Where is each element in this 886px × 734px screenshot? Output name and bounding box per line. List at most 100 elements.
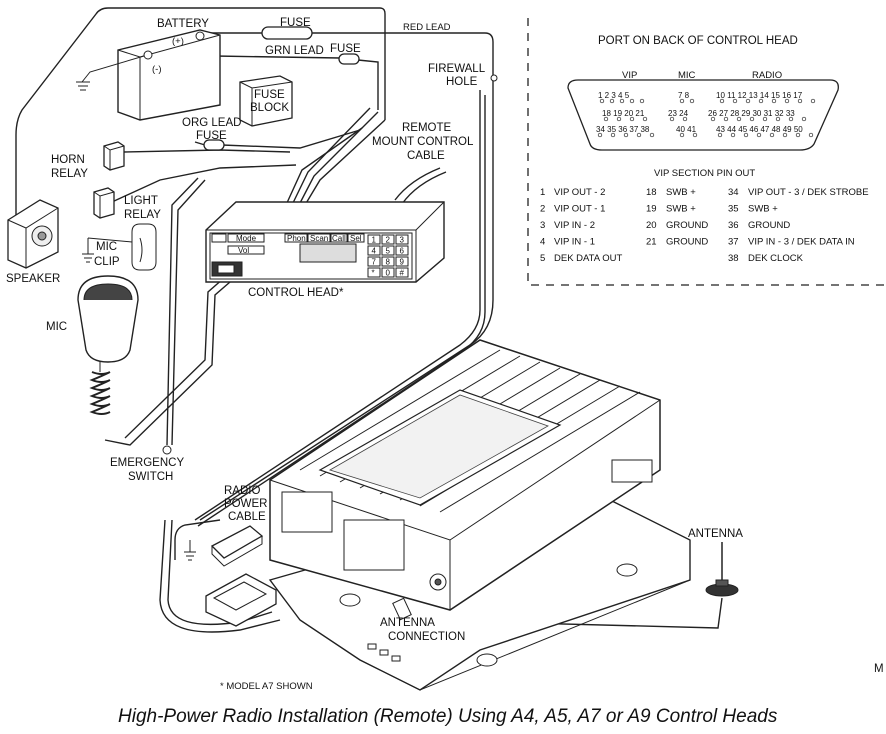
pins-row1-radio: 10 11 12 13 14 15 16 17 xyxy=(716,91,803,100)
pin-dot xyxy=(679,132,685,138)
pin-dot xyxy=(801,116,807,122)
pin-dot xyxy=(788,116,794,122)
pinout-signal: VIP IN - 3 / DEK DATA IN xyxy=(748,237,855,248)
keypad-key[interactable] xyxy=(395,234,409,245)
mode-button[interactable] xyxy=(227,233,265,243)
pinout-number: 36 xyxy=(728,220,739,231)
red-lead-label: RED LEAD xyxy=(403,22,451,33)
pin-dot xyxy=(669,116,675,122)
d-sub-connector xyxy=(205,573,277,627)
fuse-block-label-2: BLOCK xyxy=(250,102,289,114)
pin-dot xyxy=(745,98,751,104)
pin-dot xyxy=(743,132,749,138)
keypad-key[interactable] xyxy=(381,256,395,267)
remote-cable-label-1: REMOTE xyxy=(402,122,452,134)
fuse-block-label-1: FUSE xyxy=(254,89,285,101)
keypad-key-label: 5 xyxy=(386,247,391,256)
keypad-key[interactable] xyxy=(367,245,381,256)
pin-dot xyxy=(749,116,755,122)
keypad-key-label: 4 xyxy=(372,247,377,256)
pinout-signal: SWB + xyxy=(666,187,696,198)
keypad-key[interactable] xyxy=(381,267,395,278)
corner-mark: M xyxy=(874,663,884,675)
pinout-number: 38 xyxy=(728,253,739,264)
keypad-key-label: 6 xyxy=(400,247,405,256)
pinout-number: 5 xyxy=(540,253,545,264)
pinout-number: 21 xyxy=(646,237,657,248)
phon-button-label: Phon xyxy=(287,234,306,243)
pin-dot xyxy=(639,98,645,104)
pin-dot xyxy=(797,98,803,104)
pinout-number: 20 xyxy=(646,220,657,231)
vol-button-label: Vol xyxy=(238,246,249,255)
keypad-key[interactable] xyxy=(367,256,381,267)
phon-button[interactable] xyxy=(284,233,308,243)
vol-button[interactable] xyxy=(227,245,265,255)
org-lead-label: ORG LEAD xyxy=(182,117,241,129)
pin-dot xyxy=(762,116,768,122)
pins-row2-radio: 26 27 28 29 30 31 32 33 xyxy=(708,109,795,118)
battery-minus-label: (-) xyxy=(152,64,162,75)
control-head-label: CONTROL HEAD* xyxy=(248,287,344,299)
pins-row3-vip: 34 35 36 37 38 xyxy=(596,125,650,134)
pinout-signal: GROUND xyxy=(666,220,708,231)
power-button[interactable] xyxy=(211,233,227,243)
pin-dot xyxy=(775,116,781,122)
pins-row3-mic: 40 41 xyxy=(676,125,697,134)
keypad-key[interactable] xyxy=(381,234,395,245)
pin-dot xyxy=(795,132,801,138)
pinout-number: 34 xyxy=(728,187,739,198)
ground-symbol xyxy=(184,540,196,561)
pins-row1-vip: 1 2 3 4 5 xyxy=(598,91,630,100)
keypad-key[interactable] xyxy=(367,267,381,278)
figure-caption: High-Power Radio Installation (Remote) U… xyxy=(118,706,778,727)
light-relay-label-1: LIGHT xyxy=(124,195,158,207)
antenna-connection-label-1: ANTENNA xyxy=(380,617,435,629)
keypad-key-label: 3 xyxy=(400,236,405,245)
pin-dot xyxy=(710,116,716,122)
radio-power-connector xyxy=(210,525,264,567)
microphone xyxy=(77,275,139,415)
pinout-signal: VIP IN - 2 xyxy=(554,220,595,231)
scan-button[interactable] xyxy=(307,233,331,243)
keypad-key[interactable] xyxy=(395,245,409,256)
pinout-number: 3 xyxy=(540,220,545,231)
fuse-block xyxy=(239,75,293,127)
db50-connector xyxy=(567,79,839,151)
keypad-key[interactable] xyxy=(381,245,395,256)
pins-row3-radio: 43 44 45 46 47 48 49 50 xyxy=(716,125,803,134)
sel-button[interactable] xyxy=(347,233,365,243)
battery-plus-label: (+) xyxy=(172,36,184,47)
pin-dot xyxy=(758,98,764,104)
keypad-key[interactable] xyxy=(395,256,409,267)
pin-dot xyxy=(623,132,629,138)
keypad-key[interactable] xyxy=(367,234,381,245)
mic-label: MIC xyxy=(46,321,67,333)
pin-dot xyxy=(717,132,723,138)
pin-dot xyxy=(629,116,635,122)
pin-dot xyxy=(730,132,736,138)
port-title: PORT ON BACK OF CONTROL HEAD xyxy=(598,35,798,47)
pins-row1-mic: 7 8 xyxy=(678,91,690,100)
keypad-key-label: 0 xyxy=(386,269,391,278)
grn-lead-label: GRN LEAD xyxy=(265,45,324,57)
pin-dot xyxy=(642,116,648,122)
keypad-key[interactable] xyxy=(395,267,409,278)
pin-dot xyxy=(692,132,698,138)
pins-row2-mic: 23 24 xyxy=(668,109,689,118)
remote-cable-label-2: MOUNT CONTROL xyxy=(372,136,474,148)
pinout-signal: GROUND xyxy=(666,237,708,248)
pinout-signal: VIP OUT - 1 xyxy=(554,204,605,215)
mode-button-label: Mode xyxy=(236,234,257,243)
model-note: * MODEL A7 SHOWN xyxy=(220,681,313,692)
port-group-mic: MIC xyxy=(678,70,696,81)
firewall-hole-marker xyxy=(490,74,498,82)
call-button[interactable] xyxy=(330,233,348,243)
pinout-signal: VIP OUT - 2 xyxy=(554,187,605,198)
pinout-number: 1 xyxy=(540,187,545,198)
keypad-key-label: 7 xyxy=(372,258,377,267)
pinout-number: 35 xyxy=(728,204,739,215)
pinout-number: 18 xyxy=(646,187,657,198)
org-lead-fuse xyxy=(203,139,225,151)
